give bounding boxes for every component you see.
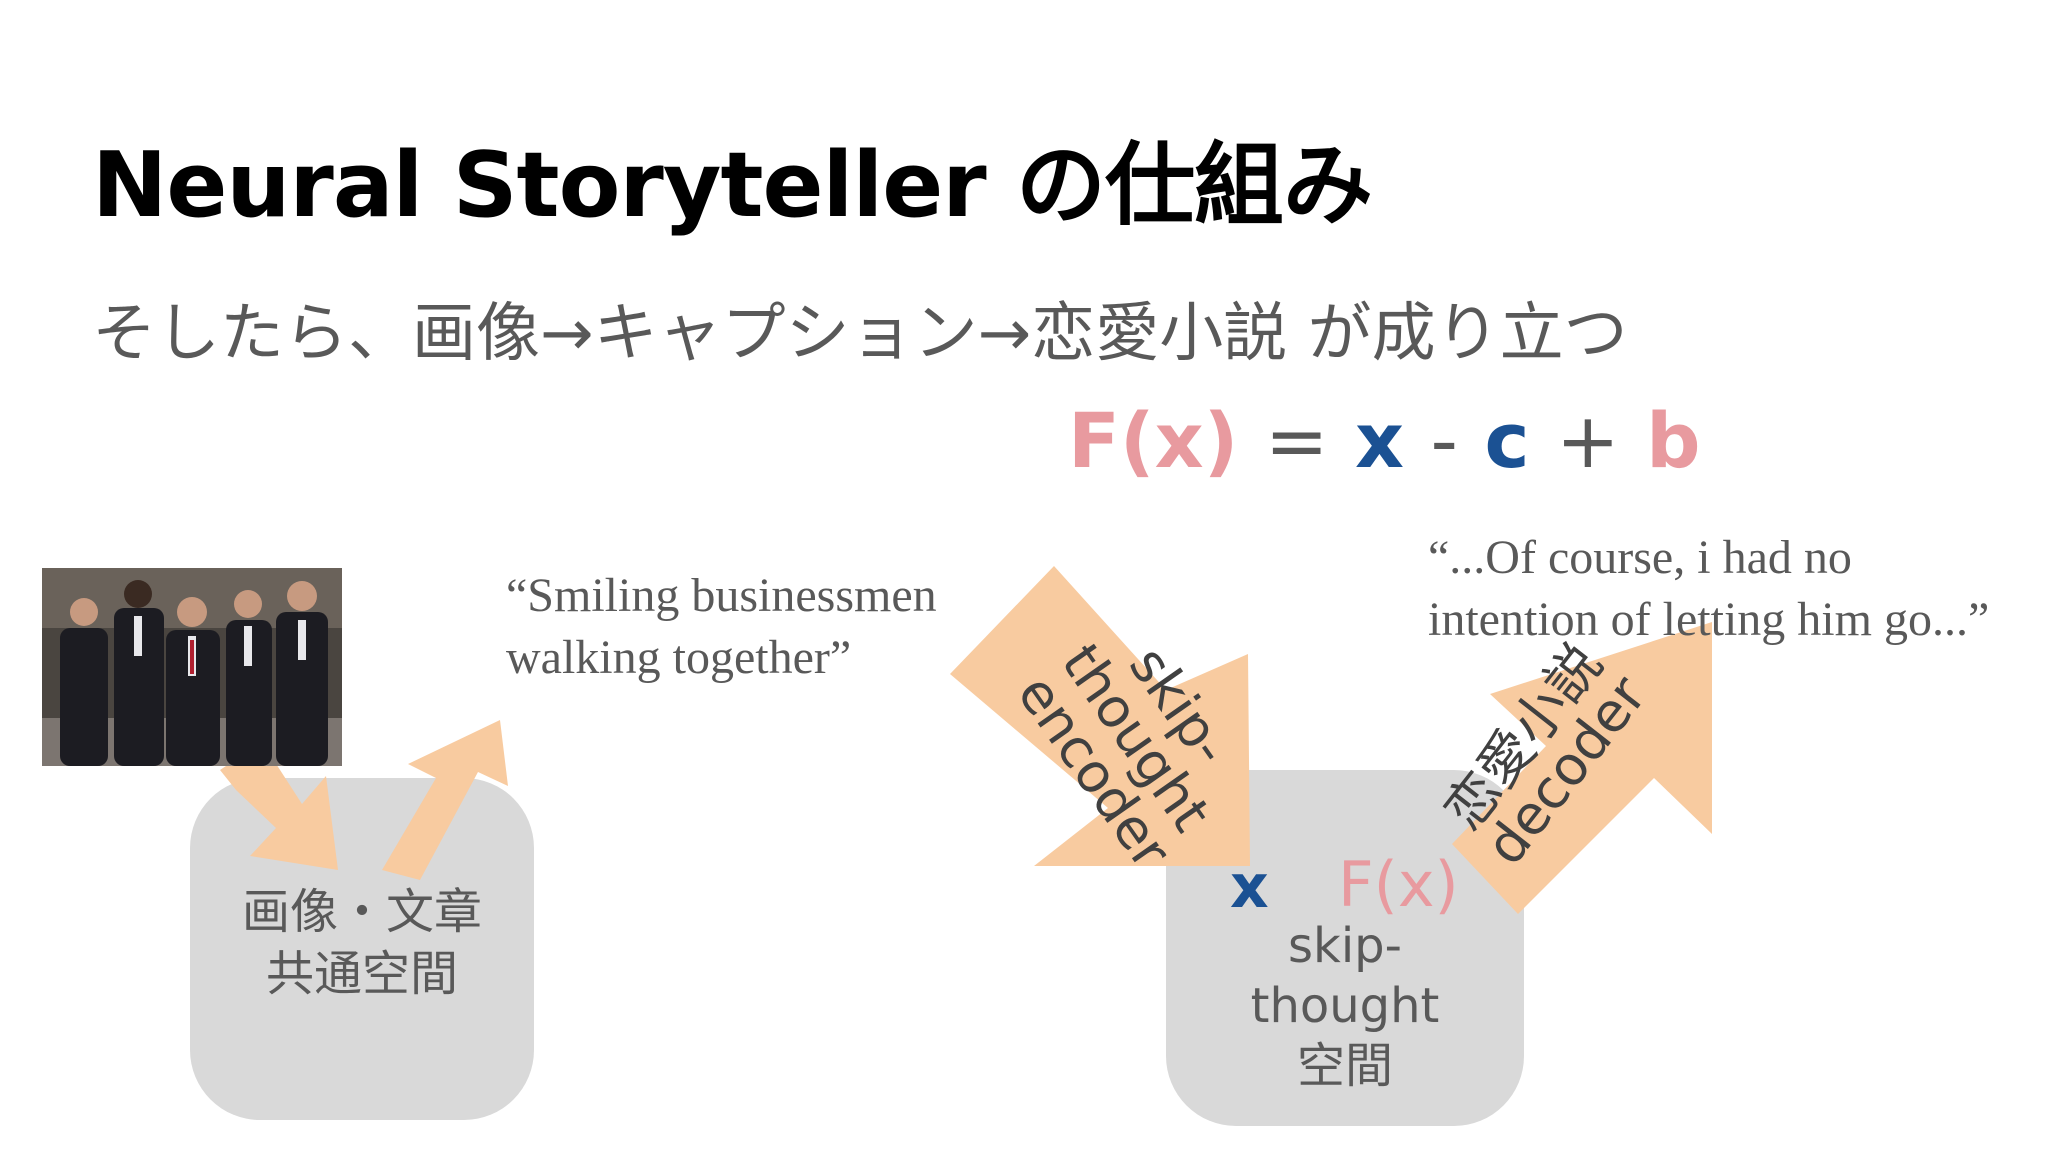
novel-quote-line2: intention of letting him go...” (1428, 593, 1990, 646)
novel-quote-line1: “...Of course, i had no (1428, 531, 1852, 584)
shared-space-label-1: 画像・文章 (241, 884, 482, 940)
formula-equals: = (1264, 396, 1329, 485)
skip-thought-label-1: skip- (1288, 918, 1402, 974)
slide-title: Neural Storyteller の仕組み (92, 133, 1373, 238)
shared-space-box (190, 778, 534, 1120)
skip-thought-label-2: thought (1250, 978, 1440, 1034)
businessmen-photo-illustration (42, 568, 342, 766)
caption-quote-line2: walking together” (506, 631, 852, 684)
formula-b: b (1646, 396, 1701, 485)
shared-space-label-2: 共通空間 (265, 946, 458, 1002)
formula-plus: + (1555, 396, 1620, 485)
encoder-arrow (950, 566, 1250, 866)
formula-x: x (1355, 396, 1405, 485)
formula-c: c (1484, 396, 1530, 485)
caption-quote-line1: “Smiling businessmen (506, 569, 937, 622)
formula-fx: F(x) (1068, 396, 1239, 485)
formula: F(x) = x - c + b (1068, 396, 1701, 485)
businessmen-photo (42, 568, 342, 766)
skip-thought-label-3: 空間 (1296, 1038, 1393, 1094)
space-to-caption-arrow (382, 720, 508, 880)
space-fx-label: F(x) (1338, 848, 1459, 921)
space-x-label: x (1230, 852, 1269, 922)
slide-subtitle: そしたら、画像→キャプション→恋愛小説 が成り立つ (92, 297, 1628, 371)
formula-minus: - (1430, 396, 1458, 485)
decoder-arrow (1452, 622, 1712, 914)
photo-to-space-arrow (220, 742, 338, 870)
